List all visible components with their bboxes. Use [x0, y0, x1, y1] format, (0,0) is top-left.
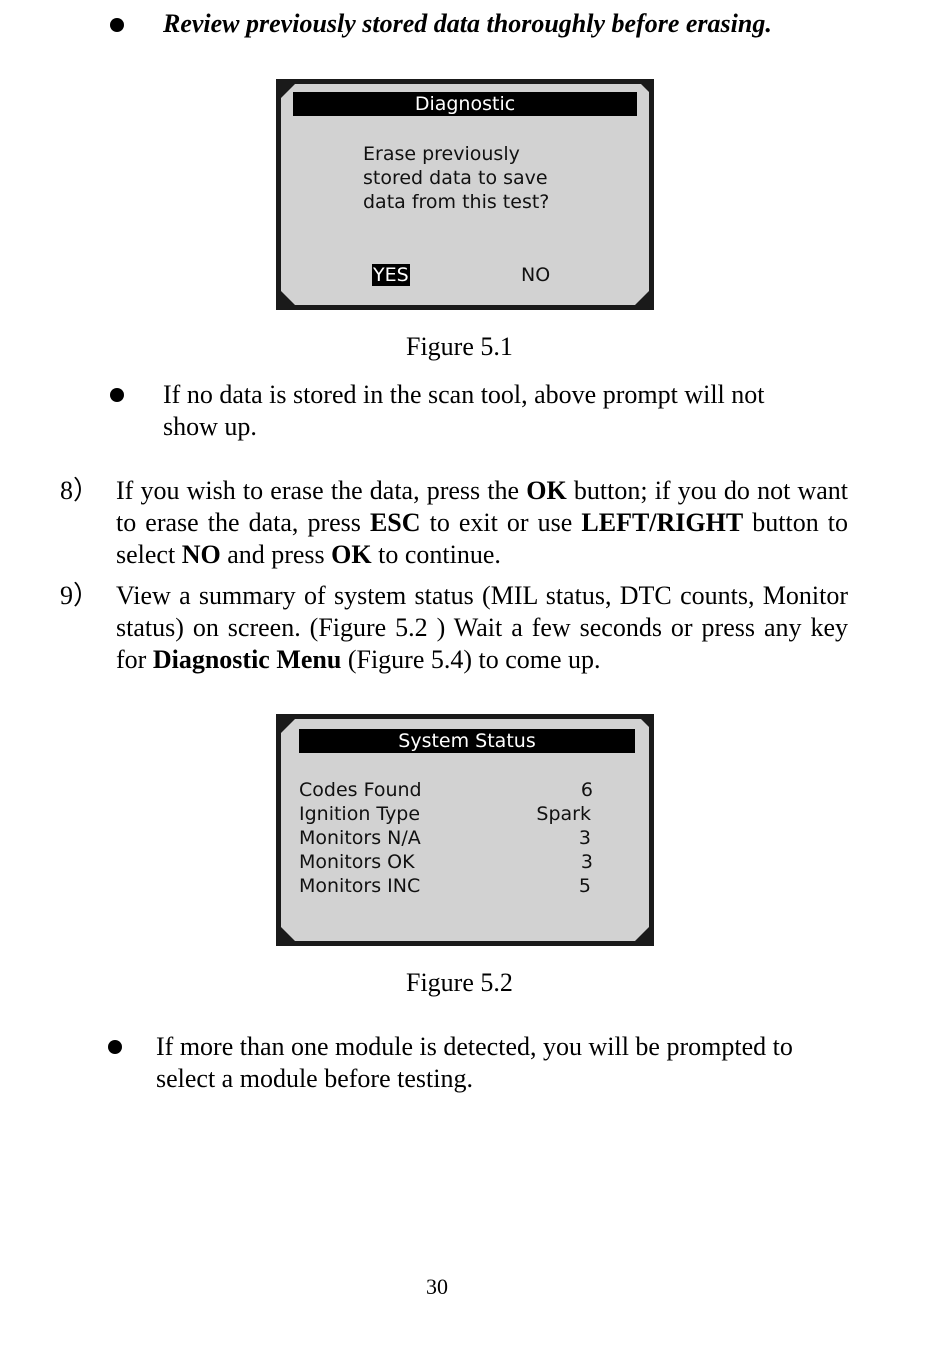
no-data-note-line-1: If no data is stored in the scan tool, a… — [163, 380, 765, 409]
status-value: 3 — [580, 851, 593, 873]
figure-caption-5-2: Figure 5.2 — [406, 968, 513, 997]
status-label: Ignition Type — [299, 803, 421, 825]
status-label: Monitors OK — [299, 851, 415, 873]
erase-prompt-line-2: stored data to save — [363, 167, 548, 189]
step-9-number: 9） — [60, 581, 100, 610]
bullet-icon — [108, 1040, 122, 1054]
status-label: Monitors INC — [299, 875, 421, 897]
status-value: 5 — [578, 875, 591, 897]
step-8-text: If you wish to erase the data, press the… — [116, 476, 849, 569]
system-status-screen: System Status Codes Found 6 Ignition Typ… — [276, 714, 654, 946]
yes-option[interactable]: YES — [372, 263, 410, 287]
status-value: Spark — [536, 803, 591, 825]
status-row-codes-found: Codes Found 6 — [299, 778, 599, 802]
module-note-line-2: select a module before testing. — [156, 1064, 473, 1093]
status-row-monitors-na: Monitors N/A 3 — [299, 826, 599, 850]
lcd-display: System Status Codes Found 6 Ignition Typ… — [281, 719, 649, 941]
diagnostic-screen: Diagnostic Erase previously stored data … — [276, 79, 654, 310]
status-row-monitors-ok: Monitors OK 3 — [299, 850, 599, 874]
status-value: 3 — [578, 827, 591, 849]
status-row-monitors-inc: Monitors INC 5 — [299, 874, 599, 898]
erase-prompt-line-3: data from this test? — [363, 191, 550, 213]
no-data-note-line-2: show up. — [163, 412, 257, 441]
page-number: 30 — [426, 1274, 448, 1299]
status-row-ignition-type: Ignition Type Spark — [299, 802, 599, 826]
status-value: 6 — [580, 779, 593, 801]
screen-title: System Status — [299, 729, 635, 753]
bullet-icon — [110, 388, 124, 402]
lcd-display: Diagnostic Erase previously stored data … — [281, 84, 649, 305]
figure-caption-5-1: Figure 5.1 — [406, 332, 513, 361]
bullet-icon — [110, 18, 124, 32]
erase-prompt-line-1: Erase previously — [363, 143, 520, 165]
screen-title: Diagnostic — [293, 92, 637, 116]
status-label: Monitors N/A — [299, 827, 421, 849]
status-table: Codes Found 6 Ignition Type Spark Monito… — [299, 778, 599, 902]
step-9-text: View a summary of system status (MIL sta… — [116, 581, 848, 674]
review-warning-text: Review previously stored data thoroughly… — [163, 9, 772, 38]
module-note-line-1: If more than one module is detected, you… — [156, 1032, 793, 1061]
step-8-number: 8） — [60, 476, 100, 505]
yes-option-label: YES — [373, 264, 409, 286]
no-option[interactable]: NO — [521, 264, 551, 286]
status-label: Codes Found — [299, 779, 422, 801]
